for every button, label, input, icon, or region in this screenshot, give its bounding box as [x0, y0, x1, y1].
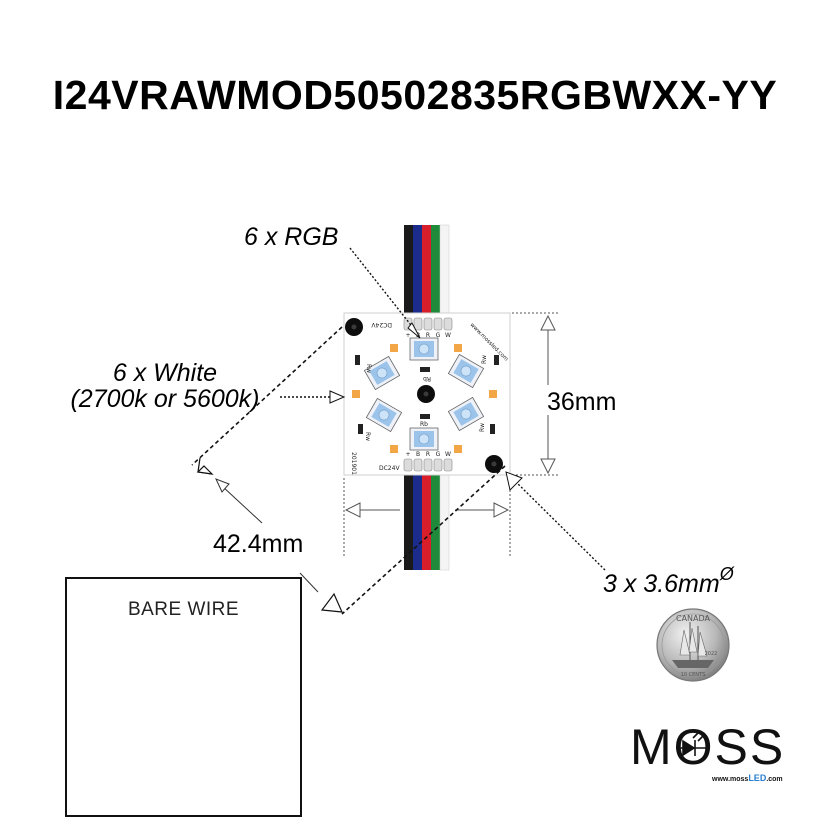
hole-leader — [505, 471, 606, 571]
pad-label-plus-top: + — [405, 332, 410, 339]
white-led — [489, 390, 497, 398]
pcb-code: 201901 — [350, 452, 357, 475]
rgb-leds — [363, 337, 485, 451]
bare-wire-inset: BARE WIRE — [65, 577, 302, 817]
pad-label-w-bottom: W — [445, 451, 451, 458]
bottom-wire-bundle — [404, 469, 450, 571]
wire-white-top — [439, 224, 450, 321]
resistor-label: Rw — [481, 355, 488, 364]
resistors — [355, 355, 499, 434]
rgb-led — [409, 427, 439, 451]
white-led — [352, 390, 360, 398]
rgb-callout: 6 x RGB — [244, 223, 339, 251]
rgb-led — [363, 355, 401, 391]
moss-logo-word: MOSS — [630, 719, 786, 775]
coin-country-text: CANADA — [676, 614, 711, 623]
white-led — [454, 445, 462, 453]
pad-label-plus-bottom: + — [405, 451, 410, 458]
pad-label-b-bottom: B — [416, 451, 420, 458]
coin-value: 10 CENTS — [681, 672, 706, 678]
white-led — [390, 344, 398, 352]
width-dimension — [343, 478, 511, 556]
height-dimension — [512, 312, 560, 476]
resistor-label: Rw — [479, 423, 486, 432]
rgb-led — [447, 353, 485, 389]
logo-url-led: LED — [748, 773, 767, 783]
wire-blue-bottom — [413, 470, 422, 570]
white-leader — [280, 390, 346, 404]
resistor-label: Rb — [423, 375, 431, 382]
pad-label-r-bottom: R — [426, 451, 430, 458]
pad-label-w-top: W — [445, 332, 451, 339]
pad-label-g-top: G — [436, 332, 441, 339]
top-solder-pads — [403, 317, 453, 331]
product-code-title: I24VRAWMOD50502835RGBWXX-YY — [52, 72, 778, 118]
bottom-solder-pads — [403, 458, 453, 472]
rgb-led — [447, 396, 485, 432]
bare-wire-label: BARE WIRE — [127, 599, 240, 620]
wire-green-bottom — [431, 470, 440, 570]
pcb-board: DC24V + B R G W DC24V + B R G W www.moss… — [343, 312, 511, 476]
white-callout-line1: 6 x White — [112, 359, 218, 387]
rgb-led — [409, 337, 439, 361]
height-dimension-label: 36mm — [547, 388, 617, 416]
resistor-label: Rw — [365, 364, 372, 373]
wire-green-top — [431, 225, 440, 320]
resistor-label: Rw — [364, 432, 371, 441]
white-callout: 6 x White (2700k or 5600k) — [60, 360, 270, 413]
pad-label-dc24v-top: DC24V — [371, 321, 392, 328]
top-wire-bundle — [404, 224, 450, 321]
rgb-led — [365, 397, 403, 433]
wire-black-top — [404, 225, 413, 320]
wire-black-bottom — [404, 470, 413, 570]
diameter-symbol: Ø — [719, 564, 734, 584]
wire-blue-top — [413, 225, 422, 320]
resistor-label: Rb — [420, 421, 428, 428]
coin-year: 2022 — [705, 651, 718, 657]
diagonal-dimension-label: 42.4mm — [213, 530, 304, 558]
hole-callout-text: 3 x 3.6mm — [603, 570, 720, 598]
wire-red-bottom — [422, 470, 431, 570]
dime-coin-image: CANADA 2022 10 CENTS — [656, 608, 730, 682]
moss-logo-url: www.mossLED.com — [712, 773, 783, 783]
white-leds — [352, 344, 497, 453]
hole-callout: 3 x 3.6mmØ — [603, 565, 734, 598]
pad-label-g-bottom: G — [436, 451, 441, 458]
pad-label-r-top: R — [426, 332, 430, 339]
logo-url-suffix: .com — [766, 776, 783, 783]
pad-label-dc24v-bottom: DC24V — [379, 465, 400, 472]
white-led — [454, 344, 462, 352]
diagonal-dimension — [191, 326, 506, 615]
white-callout-line2: (2700k or 5600k) — [70, 385, 260, 414]
wire-white-bottom — [439, 469, 450, 571]
wire-red-top — [422, 225, 431, 320]
rgb-leader — [349, 247, 421, 339]
logo-url-prefix: www.moss — [712, 776, 749, 783]
diode-icon — [676, 730, 706, 757]
white-led — [390, 445, 398, 453]
